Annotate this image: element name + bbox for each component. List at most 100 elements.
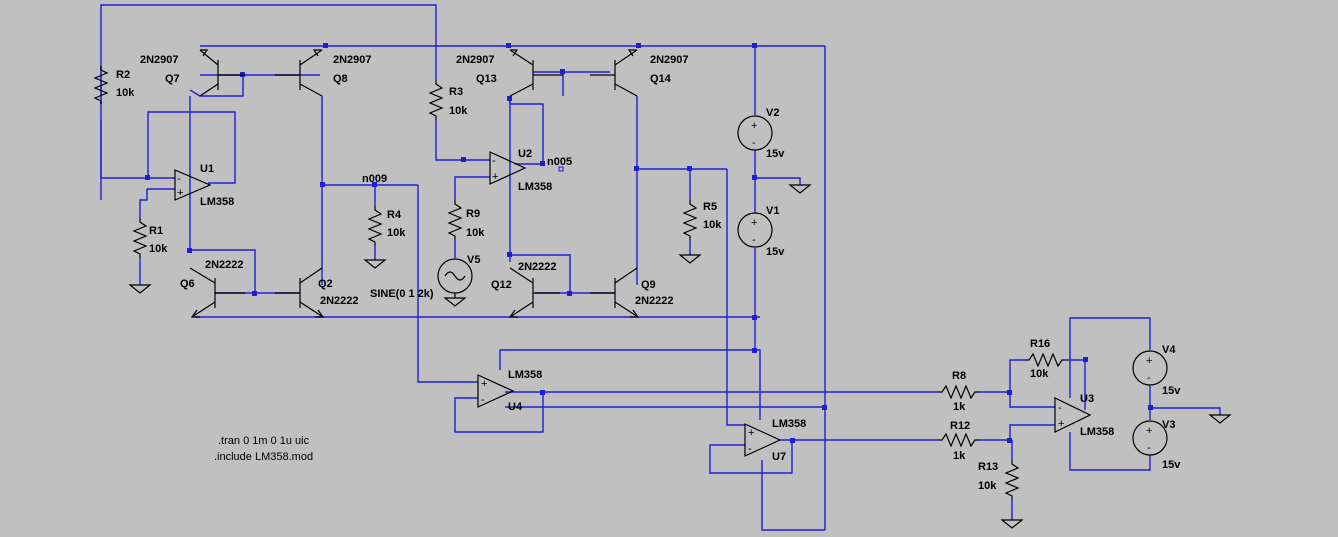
r8-value: 1k [953,401,966,413]
u4-name: U4 [508,401,523,413]
opamp-u7: +- [744,423,782,457]
r4-name: R4 [387,209,402,221]
r4-value: 10k [387,227,406,239]
transistor-q6 [189,267,245,318]
u1-model: LM358 [200,196,234,208]
r12-value: 1k [953,450,966,462]
ground-icon [678,254,702,264]
r3-name: R3 [449,86,463,98]
directive-include[interactable]: .include LM358.mod [214,451,313,463]
r1-value: 10k [149,243,168,255]
resistor-r5 [682,200,698,240]
resistor-r1 [132,218,148,258]
opamp-u1: -+ [174,169,212,201]
transistor-q7 [199,49,245,97]
resistor-r13 [1004,460,1020,500]
source-v3: +- [1132,420,1168,456]
svg-text:-: - [752,137,756,149]
source-v2: +- [737,115,773,151]
ground-icon [363,259,387,269]
opamp-u4: +- [477,374,515,408]
svg-text:-: - [1058,402,1062,414]
ground-icon [788,184,812,194]
u1-name: U1 [200,163,214,175]
net-n005-marker [558,166,564,172]
r3-value: 10k [449,105,468,117]
u7-name: U7 [772,451,786,463]
spice-directives[interactable]: .tran 0 1m 0 1u uic .include LM358.mod [214,435,313,463]
wires [100,4,1221,531]
q13-name: Q13 [476,73,497,85]
q9-model: 2N2222 [635,295,674,307]
q9-name: Q9 [641,279,656,291]
resistor-r12 [938,432,980,448]
q2-name: Q2 [318,278,333,290]
r9-value: 10k [466,227,485,239]
grounds [128,184,1232,529]
v5-value: SINE(0 1 2k) [370,288,434,300]
svg-text:-: - [1147,372,1151,384]
net-n005: n005 [547,156,572,168]
q8-model: 2N2907 [333,54,372,66]
svg-text:+: + [1146,425,1152,437]
v3-value: 15v [1162,459,1181,471]
r2-name: R2 [116,69,130,81]
resistor-r4 [367,206,383,246]
svg-text:+: + [1058,418,1064,430]
u7-model: LM358 [772,418,806,430]
u3-name: U3 [1080,393,1094,405]
r1-name: R1 [149,225,163,237]
r16-name: R16 [1030,338,1050,350]
r2-value: 10k [116,87,135,99]
resistors [93,66,1065,500]
v1-value: 15v [766,246,785,258]
labels: 2N2907 Q7 2N2907 Q8 2N2907 Q13 2N2907 Q1… [116,54,1181,492]
svg-text:-: - [492,155,496,167]
v4-name: V4 [1162,344,1176,356]
r13-value: 10k [978,480,997,492]
v3-name: V3 [1162,419,1175,431]
v5-name: V5 [467,254,480,266]
resistor-r8 [938,384,980,400]
svg-text:-: - [748,443,752,455]
opamp-u3: -+ [1054,397,1092,433]
r13-name: R13 [978,461,998,473]
source-v1: +- [737,212,773,248]
transistor-q14 [590,49,638,97]
resistor-r16 [1025,352,1065,368]
svg-text:+: + [492,171,498,183]
svg-text:+: + [481,378,487,390]
r5-value: 10k [703,219,722,231]
directive-tran[interactable]: .tran 0 1m 0 1u uic [218,435,310,447]
svg-text:+: + [177,187,183,199]
q2-model: 2N2222 [320,295,359,307]
svg-text:+: + [751,120,757,132]
svg-text:-: - [177,173,181,185]
v2-name: V2 [766,107,779,119]
svg-text:-: - [1147,442,1151,454]
resistor-r3 [428,80,444,120]
r12-name: R12 [950,420,970,432]
v1-name: V1 [766,205,779,217]
ground-icon [128,284,152,294]
q12-model: 2N2222 [518,261,557,273]
transistor-q8 [275,49,323,97]
q14-model: 2N2907 [650,54,689,66]
r9-name: R9 [466,208,480,220]
q14-name: Q14 [650,73,672,85]
transistor-q9 [590,267,640,318]
junctions [145,43,1153,443]
q8-name: Q8 [333,73,348,85]
transistor-q12 [508,267,560,318]
resistor-r9 [447,200,463,240]
u2-model: LM358 [518,181,552,193]
svg-text:+: + [748,427,754,439]
npn-transistors [189,267,640,318]
q6-name: Q6 [180,278,195,290]
r5-name: R5 [703,201,717,213]
svg-text:+: + [1146,355,1152,367]
svg-text:-: - [481,394,485,406]
ground-icon [1000,519,1024,529]
net-n009: n009 [362,173,387,185]
